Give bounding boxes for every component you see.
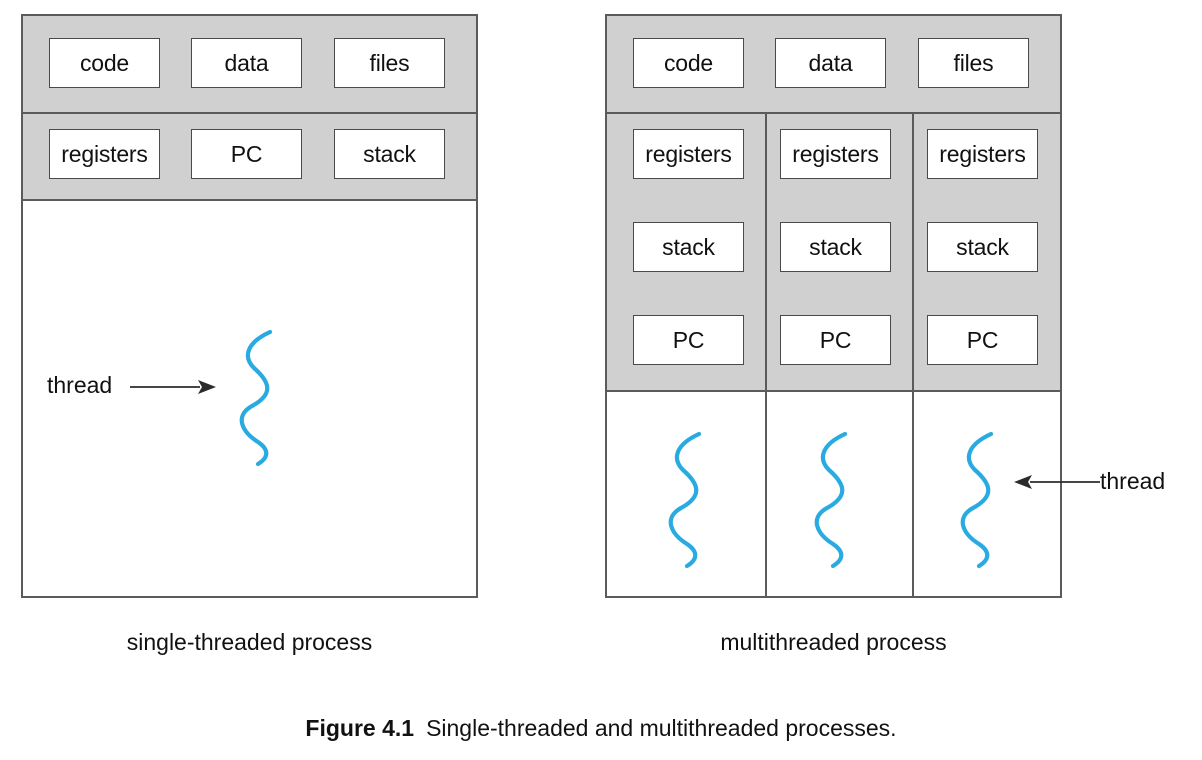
cell-label: PC <box>819 326 852 353</box>
cell-label: data <box>224 49 269 76</box>
multi-t2-cell-pc: PC <box>780 315 891 365</box>
multi-cell-data: data <box>775 38 886 88</box>
caption-text: single-threaded process <box>126 629 373 655</box>
figure-caption-text: Single-threaded and multithreaded proces… <box>426 715 897 741</box>
single-cell-pc: PC <box>191 129 302 179</box>
single-cell-stack: stack <box>334 129 445 179</box>
multi-cell-files: files <box>918 38 1029 88</box>
cell-label: stack <box>363 140 416 167</box>
multi-column-divider-2 <box>912 112 914 596</box>
single-cell-code: code <box>49 38 160 88</box>
cell-label: registers <box>792 140 879 167</box>
cell-label: PC <box>230 140 263 167</box>
single-cell-files: files <box>334 38 445 88</box>
cell-label: files <box>369 49 410 76</box>
cell-label: code <box>663 49 714 76</box>
single-thread-annotation-label: thread <box>47 374 112 397</box>
cell-label: stack <box>809 233 862 260</box>
multi-t3-cell-stack: stack <box>927 222 1038 272</box>
cell-label: PC <box>966 326 999 353</box>
single-band-divider-2 <box>23 199 476 201</box>
cell-label: registers <box>645 140 732 167</box>
multi-t2-cell-registers: registers <box>780 129 891 179</box>
cell-label: registers <box>61 140 148 167</box>
multi-thread-annotation-label: thread <box>1100 470 1165 493</box>
thread-squiggle-icon <box>960 431 994 569</box>
caption-text: multithreaded process <box>720 629 947 655</box>
cell-label: data <box>808 49 853 76</box>
multi-t2-cell-stack: stack <box>780 222 891 272</box>
multithreaded-process-panel: code data files registers stack PC regis… <box>605 14 1062 598</box>
cell-label: files <box>953 49 994 76</box>
annotation-text: thread <box>47 372 113 398</box>
multi-t1-cell-registers: registers <box>633 129 744 179</box>
multi-t1-cell-pc: PC <box>633 315 744 365</box>
thread-squiggle-icon <box>814 431 848 569</box>
thread-squiggle-icon <box>239 329 273 467</box>
cell-label: code <box>79 49 130 76</box>
single-band-divider-1 <box>23 112 476 114</box>
multi-band-divider-1 <box>607 112 1060 114</box>
multi-column-divider-1 <box>765 112 767 596</box>
multi-band-divider-2 <box>607 390 1060 392</box>
cell-label: PC <box>672 326 705 353</box>
multi-t1-cell-stack: stack <box>633 222 744 272</box>
single-threaded-process-panel: code data files registers PC stack <box>21 14 478 598</box>
single-cell-data: data <box>191 38 302 88</box>
cell-label: registers <box>939 140 1026 167</box>
multithreaded-process-caption: multithreaded process <box>605 631 1062 654</box>
thread-squiggle-icon <box>668 431 702 569</box>
cell-label: stack <box>956 233 1009 260</box>
multi-cell-code: code <box>633 38 744 88</box>
cell-label: stack <box>662 233 715 260</box>
figure-caption: Figure 4.1 Single-threaded and multithrea… <box>0 717 1202 740</box>
multi-t3-cell-pc: PC <box>927 315 1038 365</box>
single-threaded-process-caption: single-threaded process <box>21 631 478 654</box>
multi-t3-cell-registers: registers <box>927 129 1038 179</box>
single-cell-registers: registers <box>49 129 160 179</box>
annotation-text: thread <box>1100 468 1166 494</box>
figure-number: Figure 4.1 <box>305 715 415 741</box>
